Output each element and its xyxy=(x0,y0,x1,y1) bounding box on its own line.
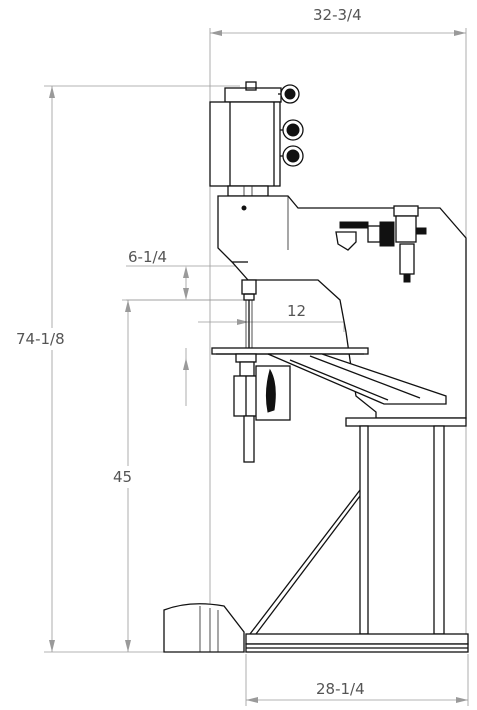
base-width-label: 28-1/4 xyxy=(316,680,365,698)
foot-pedal-icon xyxy=(163,603,245,653)
lower-anvil xyxy=(233,361,291,463)
control-housing xyxy=(209,81,282,200)
pedestal-column xyxy=(249,417,467,635)
air-regulator-icon xyxy=(335,205,427,283)
head-offset-label: 6-1/4 xyxy=(128,248,167,266)
support-arm xyxy=(267,353,447,405)
dimension-overall-height xyxy=(44,85,250,653)
gauge-middle-icon xyxy=(280,119,304,141)
dimension-base-width xyxy=(245,654,469,706)
throat-depth-label: 12 xyxy=(287,302,306,320)
dimension-head-offset xyxy=(126,265,246,301)
overall-width-label: 32-3/4 xyxy=(313,6,362,24)
ram-spindle xyxy=(241,279,257,350)
gauge-top-icon xyxy=(278,84,300,104)
dimension-stroke-indicator xyxy=(183,348,189,406)
overall-height-label: 74-1/8 xyxy=(16,330,65,348)
table-height-label: 45 xyxy=(113,468,132,486)
gauge-bottom-icon xyxy=(280,145,304,167)
base-plate xyxy=(245,633,469,653)
